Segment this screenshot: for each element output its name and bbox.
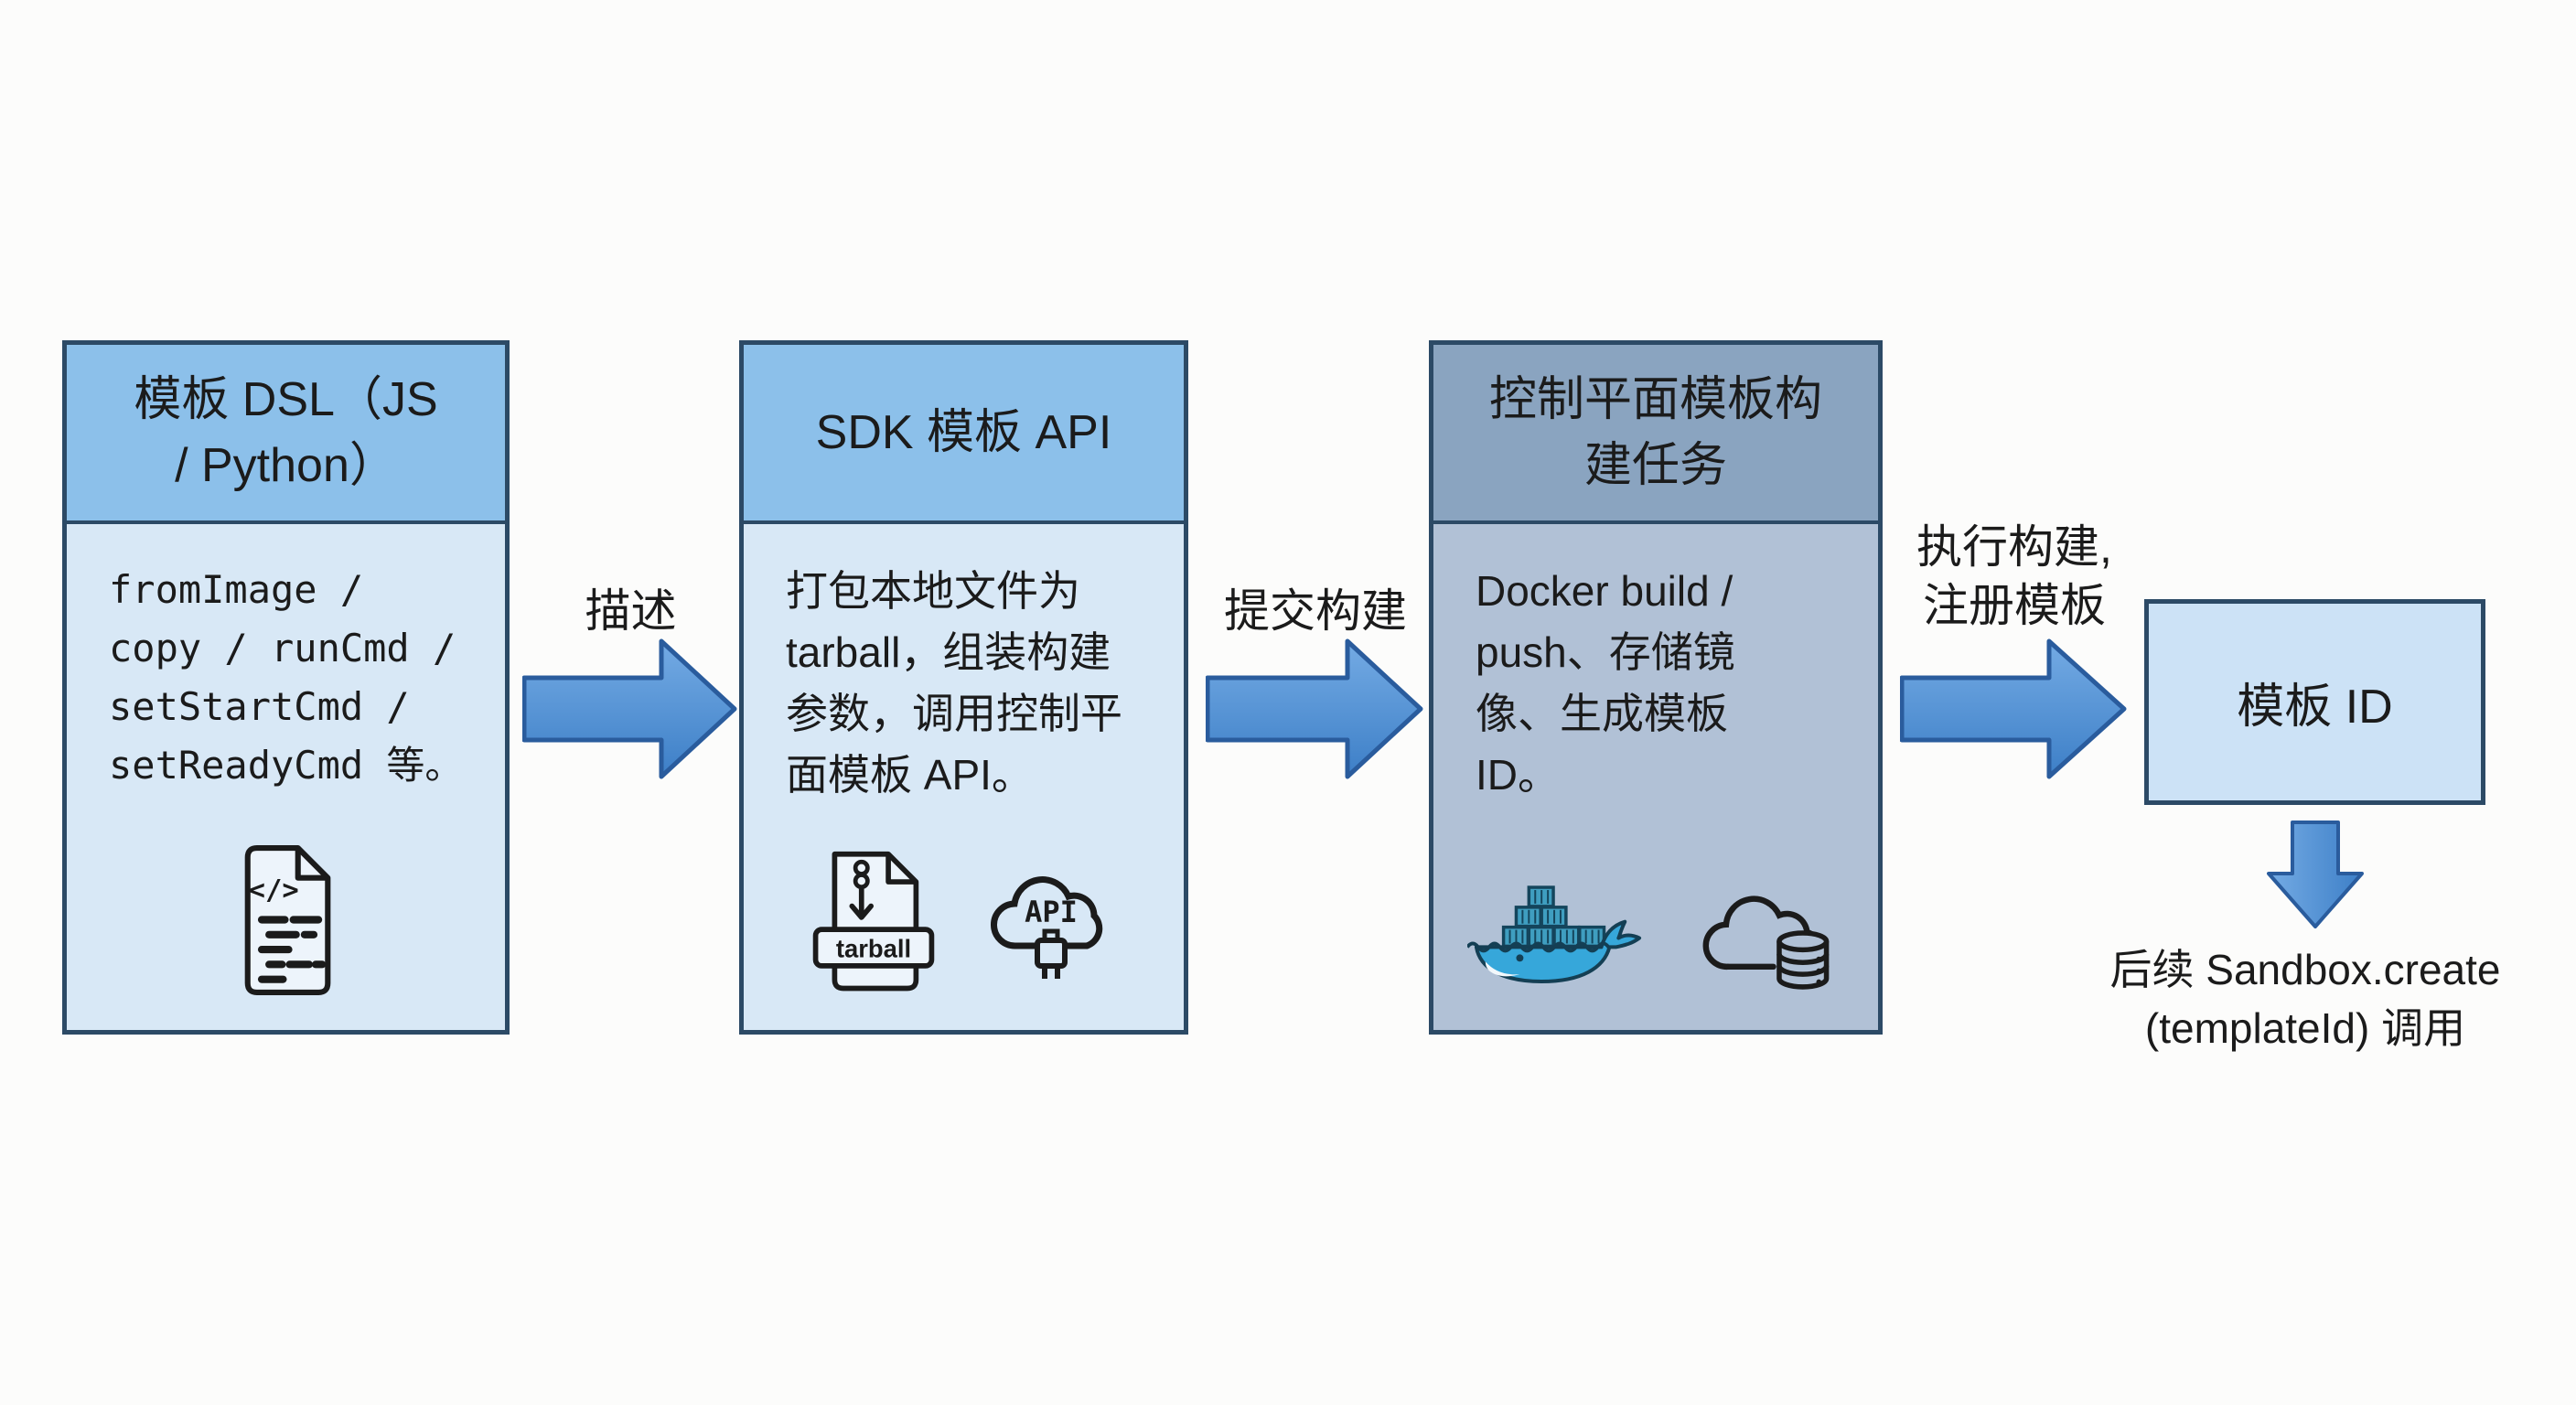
- box-control-plane-build: 控制平面模板构 建任务 Docker build / push、存储镜 像、生成…: [1429, 340, 1883, 1035]
- arrow-label-describe: 描述: [585, 585, 677, 637]
- cloud-database-icon: [1702, 896, 1830, 990]
- box-template-id: 模板 ID: [2144, 599, 2485, 805]
- sandbox-create-caption: 后续 Sandbox.create (templateId) 调用: [2109, 946, 2501, 1052]
- docker-whale-icon: [1467, 885, 1642, 983]
- box-sdk-template-api-body: 打包本地文件为 tarball，组装构建 参数，调用控制平 面模板 API。 t…: [744, 524, 1184, 1030]
- svg-text:</>: </>: [248, 874, 298, 906]
- down-arrow-icon: [2267, 820, 2364, 928]
- arrow-label-run-build-register: 执行构建, 注册模板: [1916, 521, 2112, 631]
- box-control-plane-build-icons: [1433, 879, 1878, 997]
- box-template-dsl-header: 模板 DSL（JS / Python）: [67, 345, 505, 524]
- box-control-plane-build-title: 控制平面模板构 建任务: [1488, 373, 1822, 492]
- box-template-dsl-title: 模板 DSL（JS / Python）: [134, 373, 438, 492]
- api-label: API: [1025, 895, 1078, 929]
- code-file-icon: </>: [244, 845, 330, 995]
- api-cloud-icon: API: [990, 876, 1102, 979]
- tarball-file-icon: tarball: [812, 851, 934, 992]
- template-id-label: 模板 ID: [2237, 681, 2393, 734]
- box-control-plane-build-header: 控制平面模板构 建任务: [1433, 345, 1878, 524]
- box-template-dsl-text: fromImage / copy / runCmd / setStartCmd …: [109, 567, 464, 788]
- arrow-label-submit-build: 提交构建: [1224, 585, 1407, 637]
- flow-arrow-2-icon: [1206, 638, 1423, 779]
- box-control-plane-build-text: Docker build / push、存储镜 像、生成模板 ID。: [1476, 567, 1735, 799]
- box-control-plane-build-body: Docker build / push、存储镜 像、生成模板 ID。: [1433, 524, 1878, 1030]
- box-template-dsl-icons: </>: [67, 843, 505, 997]
- box-sdk-template-api-header: SDK 模板 API: [744, 345, 1184, 524]
- box-sdk-template-api-text: 打包本地文件为 tarball，组装构建 参数，调用控制平 面模板 API。: [786, 567, 1122, 799]
- box-sdk-template-api-icons: tarball API: [744, 850, 1184, 997]
- box-sdk-template-api-title: SDK 模板 API: [815, 406, 1112, 459]
- box-template-dsl: 模板 DSL（JS / Python） fromImage / copy / r…: [62, 340, 510, 1035]
- flow-arrow-1-icon: [522, 638, 737, 779]
- box-template-dsl-body: fromImage / copy / runCmd / setStartCmd …: [67, 524, 505, 1030]
- box-sdk-template-api: SDK 模板 API 打包本地文件为 tarball，组装构建 参数，调用控制平…: [739, 340, 1188, 1035]
- tarball-label: tarball: [835, 934, 910, 962]
- flow-arrow-3-icon: [1900, 638, 2127, 779]
